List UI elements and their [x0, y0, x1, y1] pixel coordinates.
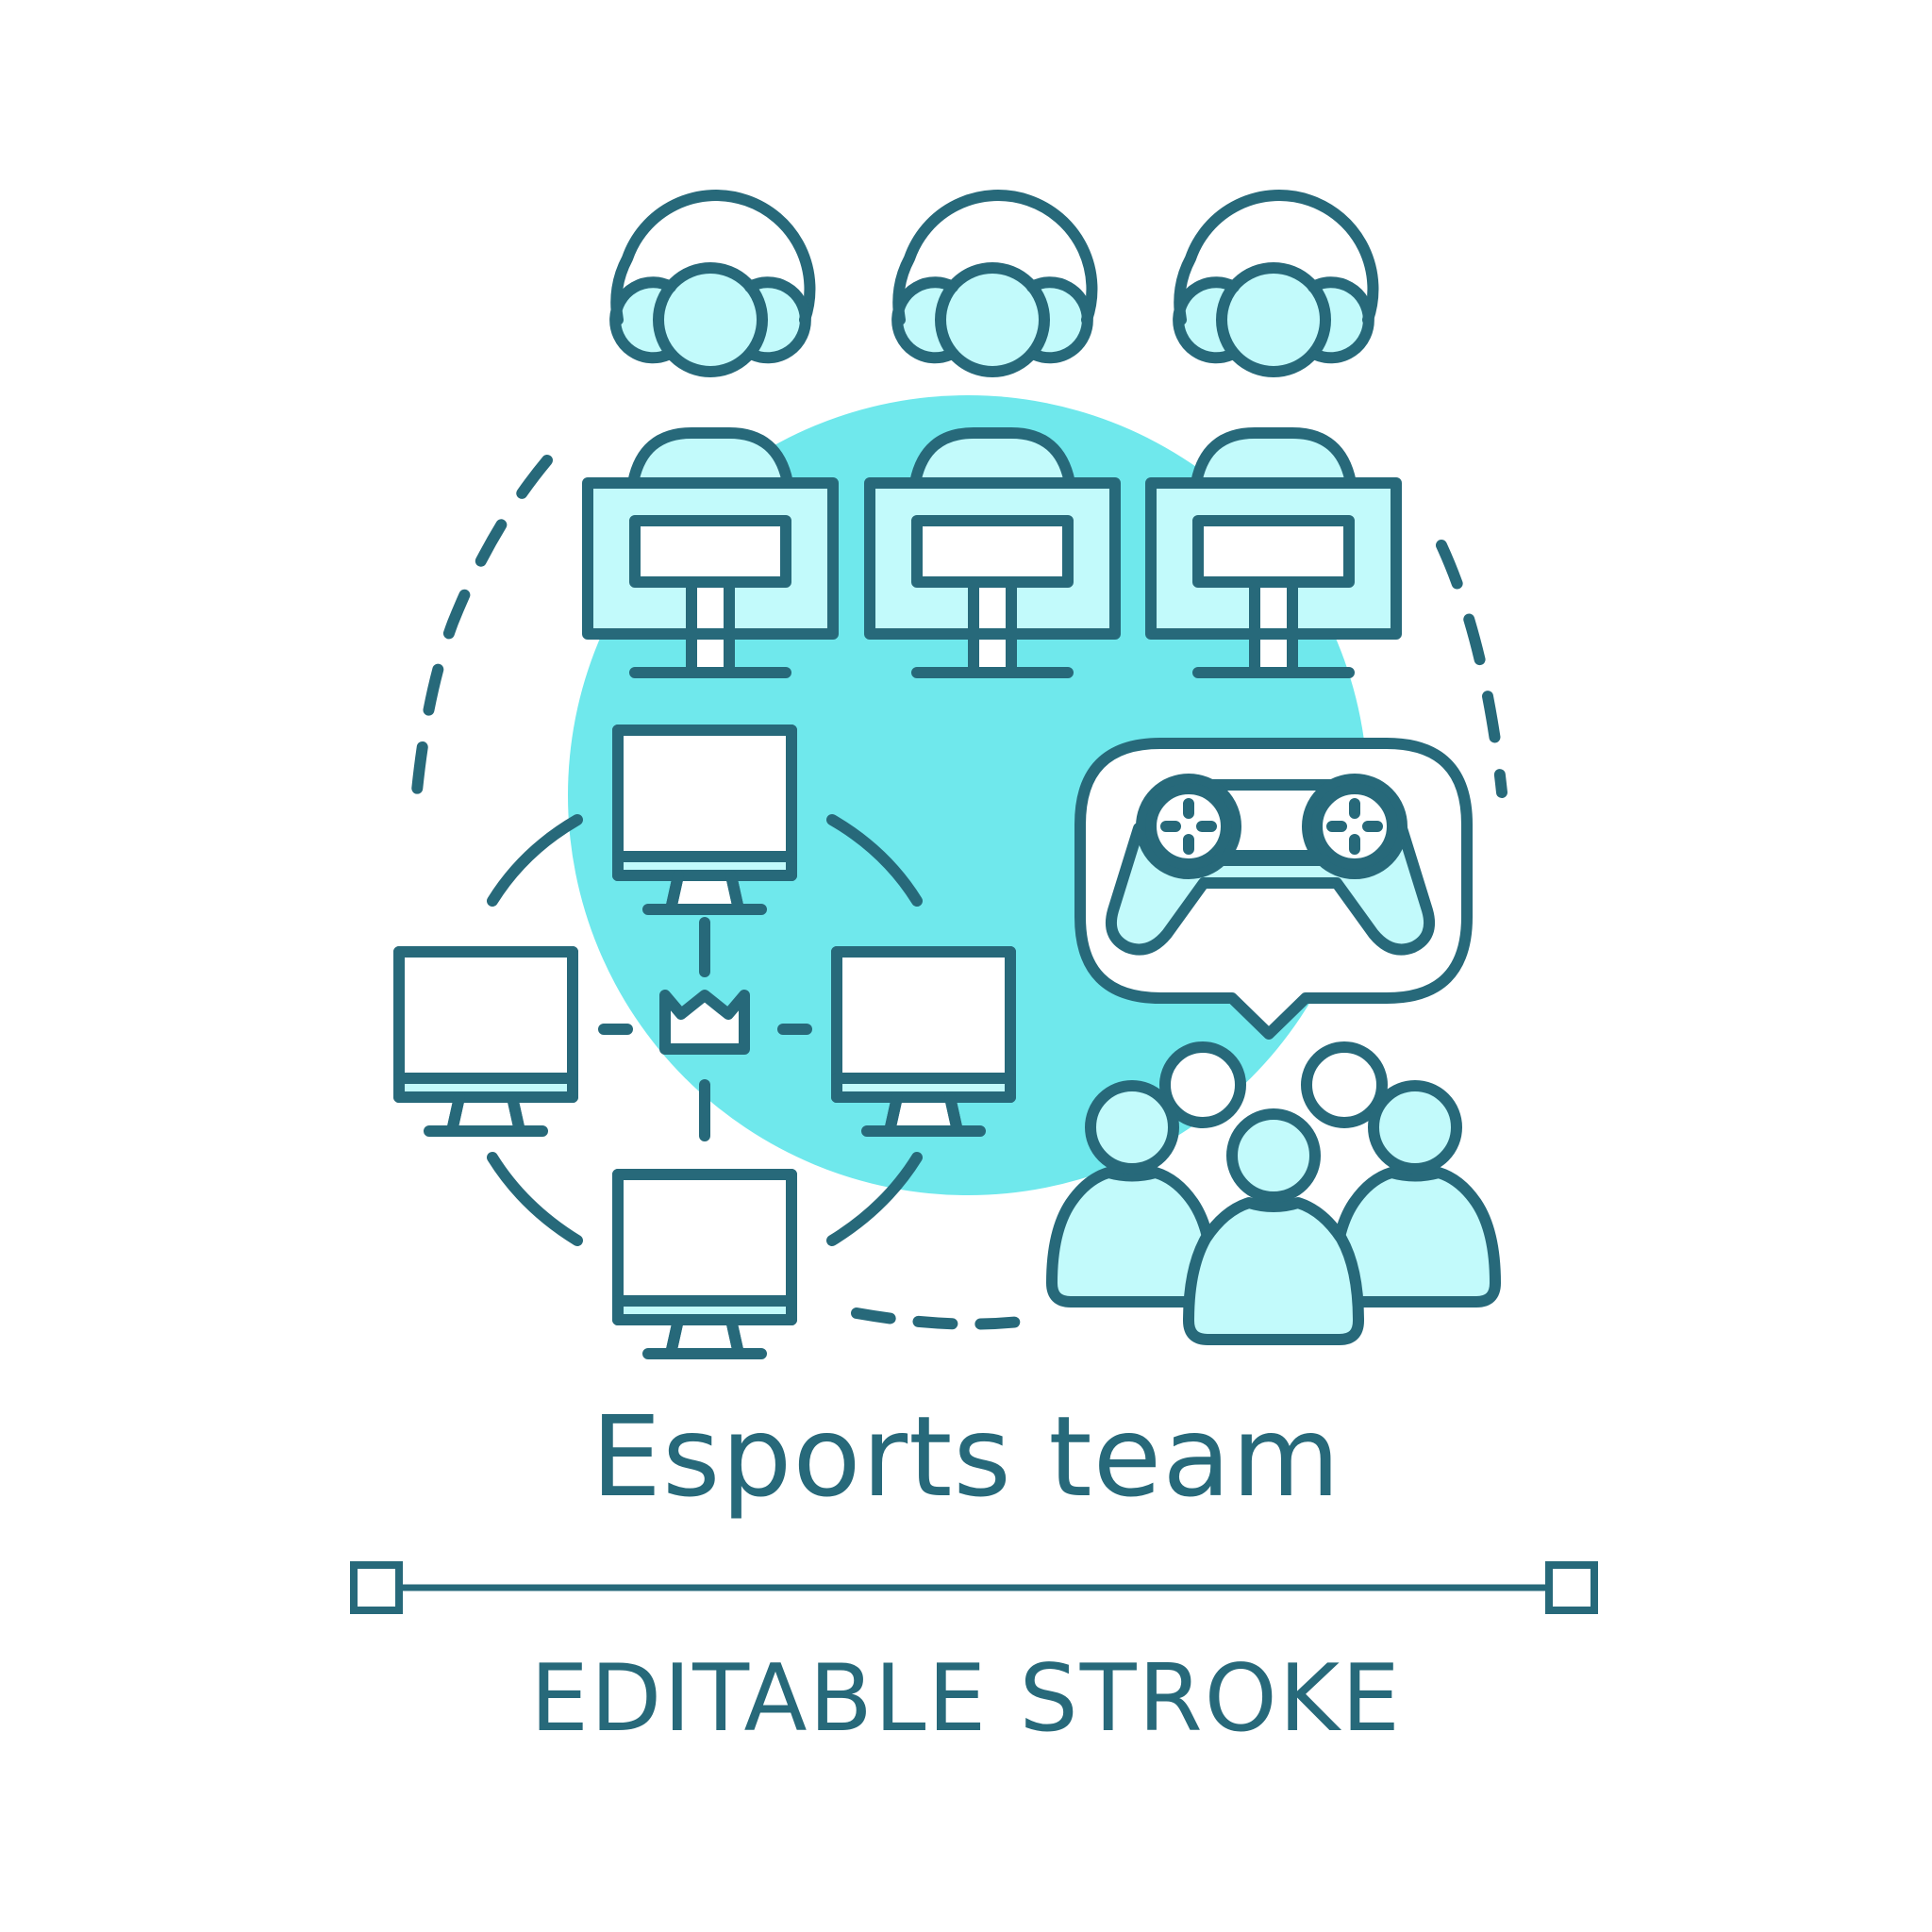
stroke-handle-right[interactable]	[1545, 1561, 1598, 1614]
gamer-icon	[864, 190, 1121, 678]
dashed-arc-bottom	[851, 1307, 1034, 1330]
network-arc	[826, 1152, 923, 1246]
gamepad-icon	[1105, 774, 1436, 956]
network-arc	[826, 814, 923, 907]
stroke-handle-left[interactable]	[350, 1561, 403, 1614]
crown-icon	[659, 990, 750, 1055]
dashed-arc-right	[1436, 540, 1507, 798]
monitor-icon	[399, 952, 573, 1131]
monitor-icon	[618, 1174, 791, 1354]
page-title: Esports team	[591, 1391, 1341, 1522]
stroke-line	[350, 1561, 1598, 1614]
page-subtitle: EDITABLE STROKE	[530, 1645, 1402, 1753]
network-arc	[487, 814, 583, 907]
gamer-icon	[582, 190, 839, 678]
network-arc	[487, 1152, 583, 1246]
dashed-arc-left	[409, 455, 553, 817]
gamer-icon	[1145, 190, 1402, 678]
audience-icon	[1046, 1041, 1501, 1345]
